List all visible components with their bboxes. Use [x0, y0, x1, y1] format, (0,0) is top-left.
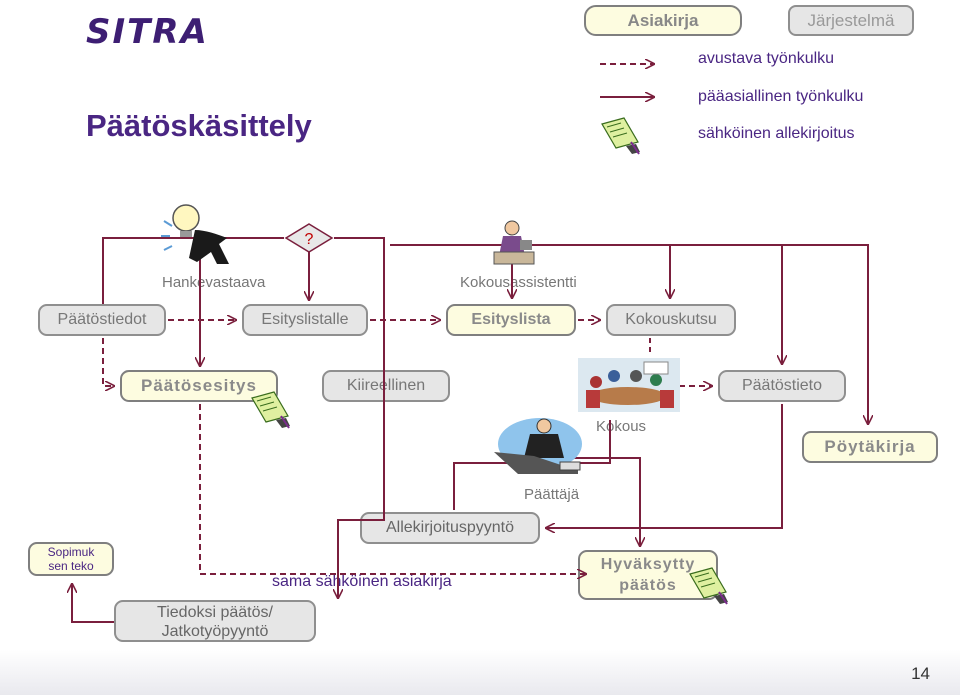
- tiedoksi-node[interactable]: Tiedoksi päätös/ Jatkotyöpyyntö: [114, 600, 316, 642]
- kokous-label: Kokous: [596, 418, 647, 435]
- esityslista-node[interactable]: Esityslista: [446, 304, 576, 336]
- decision-diamond: ?: [284, 223, 334, 253]
- kiireellinen-node[interactable]: Kiireellinen: [322, 370, 450, 402]
- paatostiedot-node[interactable]: Päätöstiedot: [38, 304, 166, 336]
- meeting-room-icon: [578, 358, 680, 412]
- paatostieto-node[interactable]: Päätöstieto: [718, 370, 846, 402]
- allekirjoituspyynto-node[interactable]: Allekirjoituspyyntö: [360, 512, 540, 544]
- page-number: 14: [911, 664, 930, 683]
- sitra-logo: SITRA: [86, 12, 209, 52]
- poytakirja-node[interactable]: Pöytäkirja: [802, 431, 938, 463]
- signature-document-icon: [689, 567, 728, 605]
- esityslistalle-node[interactable]: Esityslistalle: [242, 304, 368, 336]
- page-title: Päätöskäsittely: [86, 108, 312, 143]
- svg-text:?: ?: [305, 231, 314, 248]
- sopimuksen-teko-node[interactable]: Sopimuk sen teko: [28, 542, 114, 576]
- decision-maker-icon: [494, 418, 582, 474]
- kokouskutsu-node[interactable]: Kokouskutsu: [606, 304, 736, 336]
- thinker-lightbulb-icon: [161, 204, 229, 264]
- legend-dashed-label: avustava työnkulku: [698, 50, 835, 67]
- hankevastaava-label: Hankevastaava: [162, 274, 266, 291]
- kokousassistentti-label: Kokousassistentti: [460, 274, 577, 291]
- jarjestelma-tab[interactable]: Järjestelmä: [788, 5, 914, 36]
- legend-solid-label: pääasiallinen työnkulku: [698, 88, 864, 105]
- asiakirja-tab[interactable]: Asiakirja: [584, 5, 742, 36]
- paattaja-label: Päättäjä: [524, 486, 580, 503]
- signature-document-icon: [601, 117, 640, 155]
- assistant-at-desk-icon: [493, 220, 535, 265]
- signature-document-icon: [251, 391, 290, 429]
- paatosesitys-node[interactable]: Päätösesitys: [120, 370, 278, 402]
- sama-asiakirja-annotation: sama sähköinen asiakirja: [272, 573, 452, 590]
- footer-band: [0, 650, 960, 695]
- legend-signature-label: sähköinen allekirjoitus: [698, 125, 855, 142]
